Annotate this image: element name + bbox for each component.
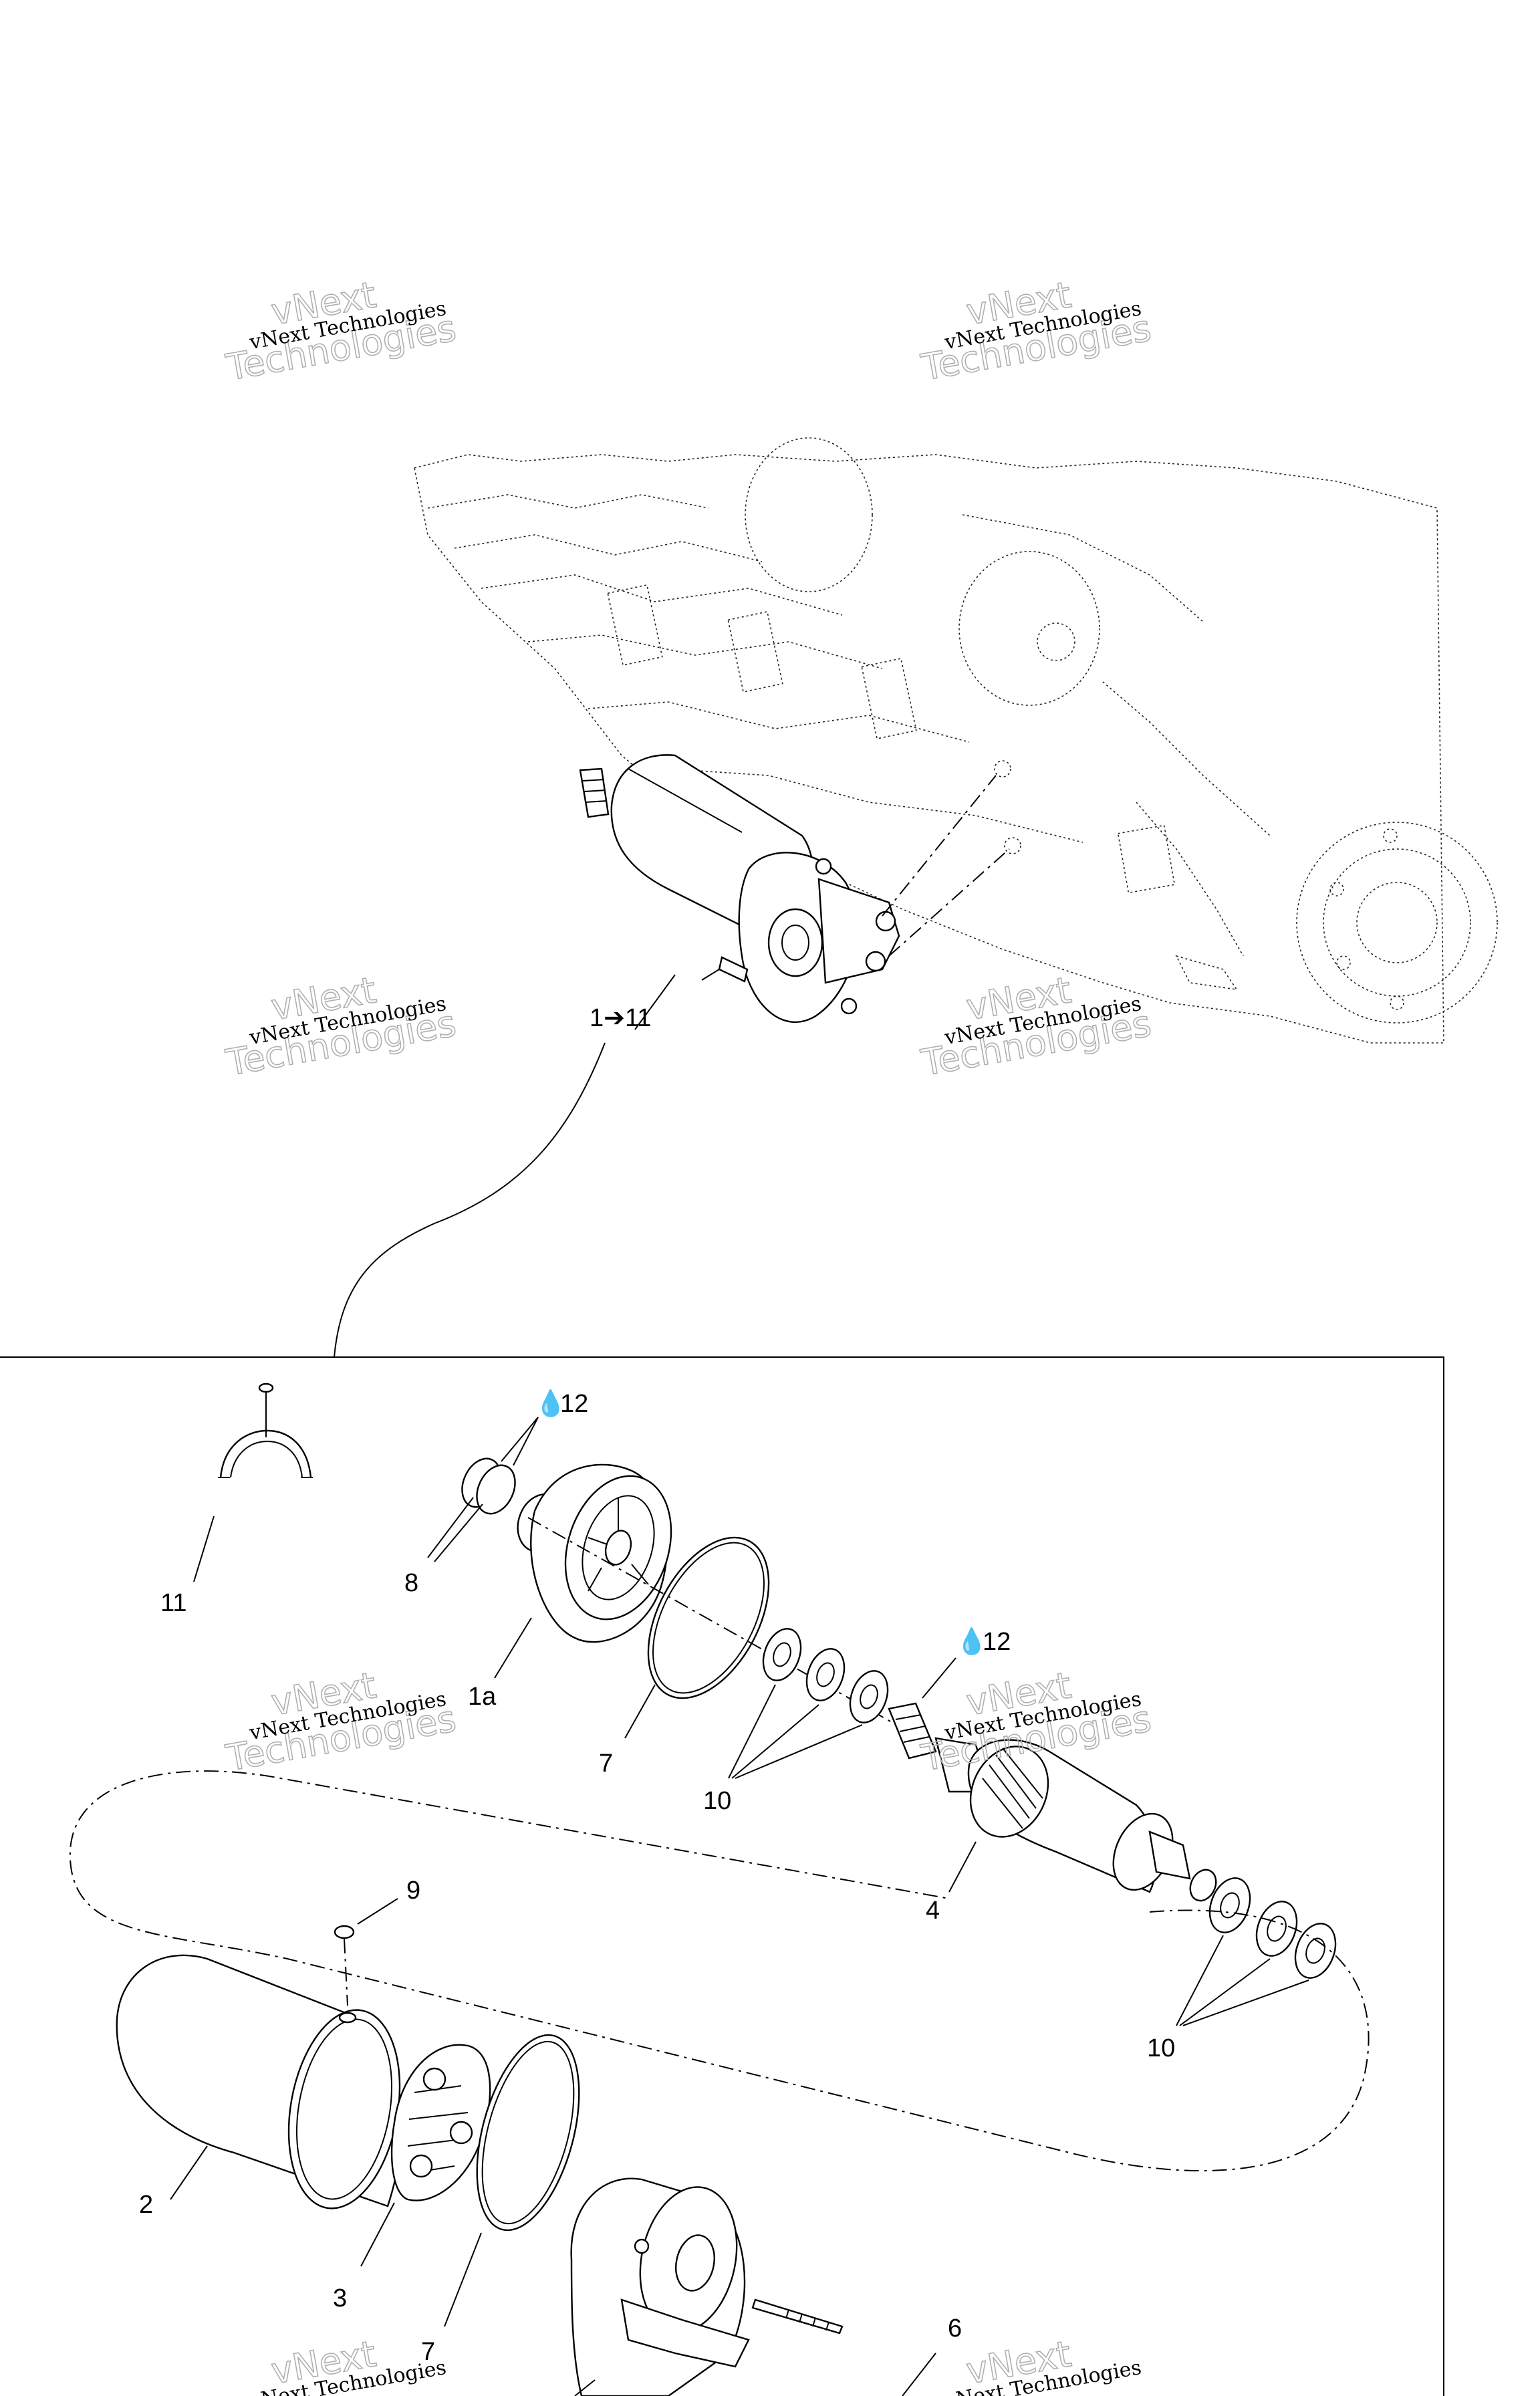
yoke-housing-part-2 — [116, 1954, 402, 2209]
drop-icon-12-mid: 💧 — [956, 1627, 987, 1656]
callout-6: 6 — [948, 2314, 962, 2343]
watermark-2: vNext Technologies vNext Technologies — [918, 273, 1155, 389]
callout-9: 9 — [406, 1877, 420, 1905]
watermark-8: vNext vNext Technologies — [942, 2332, 1144, 2396]
callout-7-bottom: 7 — [421, 2338, 435, 2366]
engine-block-outline — [414, 437, 1498, 1044]
watermark-7: vNext vNext Technologies — [247, 2332, 448, 2396]
exploded-view-frame — [0, 1356, 1444, 2396]
watermark-4: vNext Technologies vNext Technologies — [918, 968, 1155, 1084]
watermark-1: vNext Technologies vNext Technologies — [223, 273, 460, 389]
callout-2: 2 — [139, 2191, 153, 2219]
commutator-end-cap — [570, 2177, 750, 2396]
leader-curve — [334, 1042, 606, 1358]
callout-10-right: 10 — [1147, 2034, 1175, 2062]
callout-7-top: 7 — [599, 1750, 613, 1778]
callout-12-mid: 12 — [983, 1628, 1011, 1656]
callout-10-top: 10 — [703, 1787, 731, 1815]
o-ring-part-7-lower — [444, 2034, 580, 2327]
o-rings-part-8 — [427, 1417, 539, 1562]
callout-12-top: 12 — [560, 1390, 588, 1418]
callout-1a: 1a — [468, 1683, 497, 1711]
starter-motor-assembly — [579, 754, 1021, 1030]
callout-11: 11 — [160, 1589, 186, 1617]
callout-8: 8 — [404, 1569, 418, 1597]
washers-part-10-upper — [728, 1628, 889, 1779]
assembly-loop — [69, 1770, 1370, 2172]
watermark-5: vNext Technologies vNext Technologies — [223, 1663, 460, 1780]
washers-part-10-right — [1176, 1877, 1337, 2026]
bracket-part-11 — [193, 1383, 313, 1582]
through-bolt-part-6 — [751, 2298, 936, 2396]
callout-4: 4 — [926, 1897, 940, 1925]
drop-icon-12-top: 💧 — [535, 1389, 566, 1418]
callout-assembly: 1➔11 — [590, 1004, 651, 1032]
o-ring-part-9 — [334, 1898, 398, 2006]
assembly-axis — [527, 1517, 956, 1759]
watermark-6: vNext Technologies vNext Technologies — [918, 1663, 1155, 1780]
callout-3: 3 — [333, 2284, 347, 2312]
armature-part-4 — [888, 1657, 1217, 1902]
watermark-3: vNext Technologies vNext Technologies — [223, 968, 460, 1084]
